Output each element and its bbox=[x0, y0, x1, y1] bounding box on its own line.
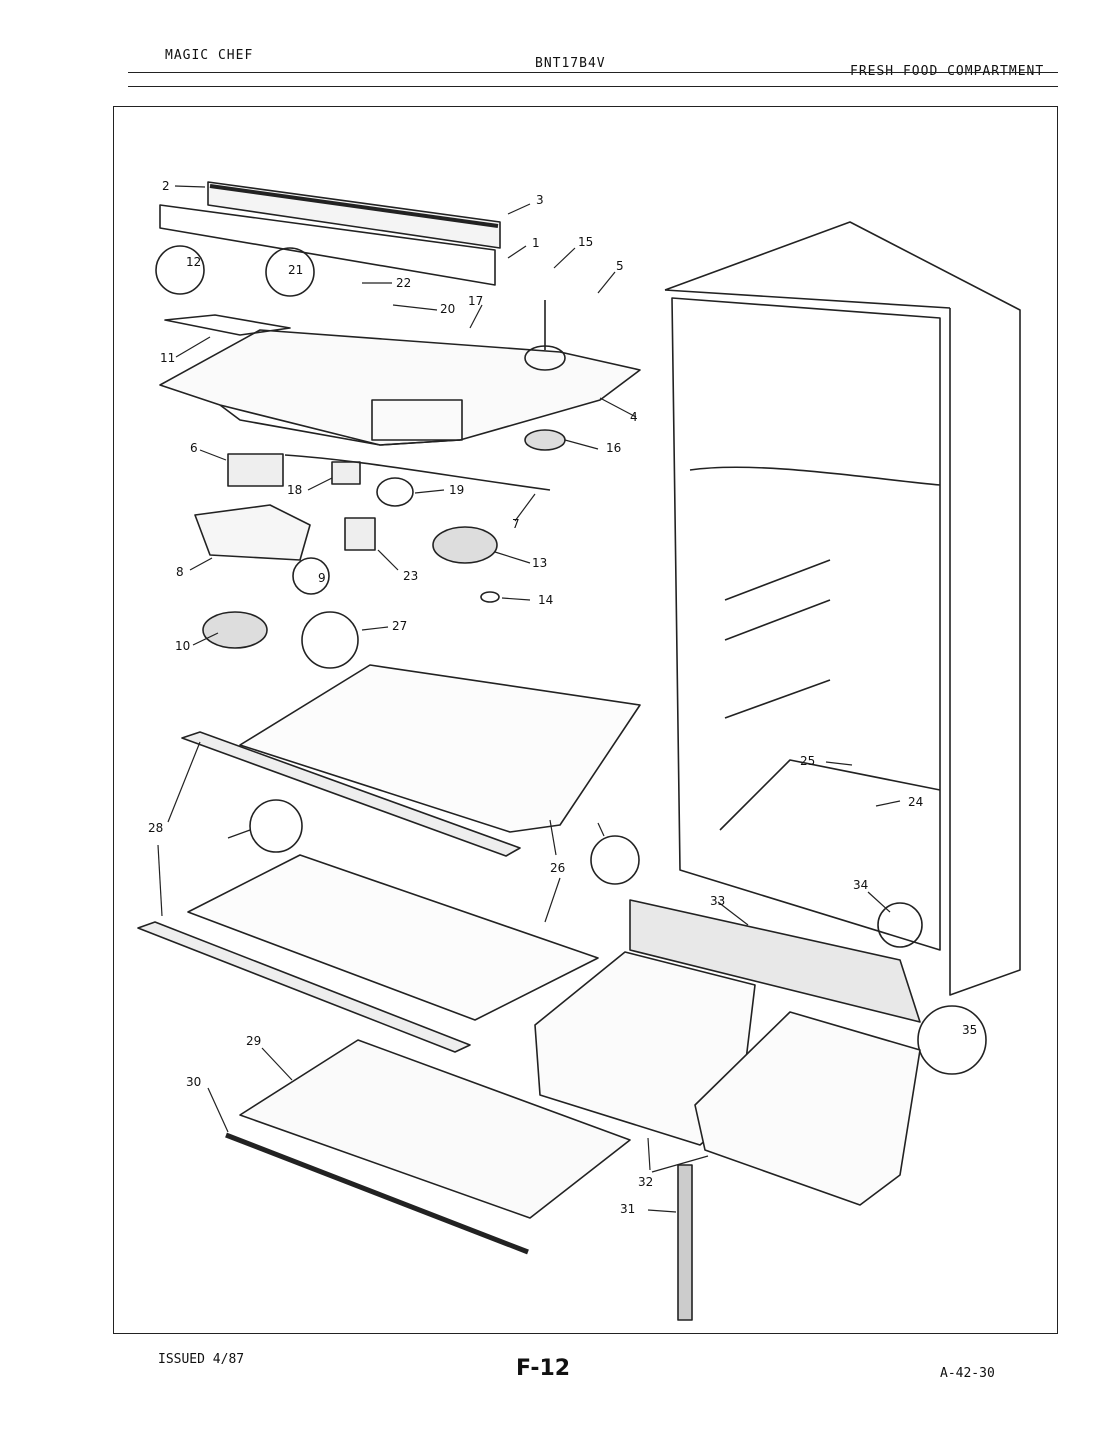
thermostat-bracket bbox=[194, 504, 311, 561]
callout-10: 10 bbox=[175, 639, 190, 653]
lamp-bulb bbox=[376, 477, 414, 507]
callout-30: 30 bbox=[186, 1075, 201, 1089]
crisper-cover bbox=[225, 1039, 631, 1255]
callout-31: 31 bbox=[620, 1202, 635, 1216]
callout-18: 18 bbox=[287, 483, 302, 497]
callout-22: 22 bbox=[396, 276, 411, 290]
callout-5: 5 bbox=[616, 259, 624, 273]
detail-bubble-21 bbox=[265, 247, 315, 297]
footer-page-code: F-12 bbox=[516, 1356, 571, 1381]
callout-15: 15 bbox=[578, 235, 593, 249]
header-model: BNT17B4V bbox=[535, 56, 606, 71]
detail-bubble-35 bbox=[917, 1005, 987, 1075]
detail-bubble-9 bbox=[292, 557, 330, 595]
header-rule bbox=[128, 72, 1058, 73]
header-rule-2 bbox=[128, 86, 1058, 87]
callout-11: 11 bbox=[160, 351, 175, 365]
detail-bubble-27-mid bbox=[249, 799, 303, 853]
callout-4: 4 bbox=[630, 410, 638, 424]
callout-7: 7 bbox=[512, 517, 520, 531]
detail-bubble-27-top bbox=[301, 611, 359, 669]
leader-lines bbox=[157, 185, 901, 1213]
callout-34: 34 bbox=[853, 878, 868, 892]
footer-issued: ISSUED 4/87 bbox=[158, 1352, 245, 1367]
callout-13: 13 bbox=[532, 556, 547, 570]
thermostat-knob bbox=[202, 611, 268, 649]
callout-3: 3 bbox=[536, 193, 544, 207]
callout-25: 25 bbox=[800, 754, 815, 768]
lamp-socket bbox=[331, 461, 361, 485]
detail-bubble-34 bbox=[877, 902, 923, 948]
control-cover bbox=[159, 300, 641, 446]
callout-12: 12 bbox=[186, 255, 201, 269]
callout-24: 24 bbox=[908, 795, 923, 809]
light-housing-assembly bbox=[159, 181, 501, 286]
spacer bbox=[480, 591, 500, 603]
callout-20: 20 bbox=[440, 302, 455, 316]
lower-shelf bbox=[137, 854, 599, 1053]
header-section: FRESH FOOD COMPARTMENT bbox=[850, 64, 1045, 79]
callout-16: 16 bbox=[606, 441, 621, 455]
callout-9: 9 bbox=[318, 571, 326, 585]
callout-1: 1 bbox=[532, 236, 540, 250]
diagram-frame bbox=[113, 106, 1058, 1334]
light-switch bbox=[344, 517, 376, 551]
crisper-rail bbox=[629, 899, 921, 1023]
detail-bubble-12 bbox=[155, 245, 205, 295]
callout-28: 28 bbox=[148, 821, 163, 835]
callout-32: 32 bbox=[638, 1175, 653, 1189]
callout-26: 26 bbox=[550, 861, 565, 875]
cabinet-liner bbox=[664, 221, 1021, 996]
callout-27: 27 bbox=[392, 619, 407, 633]
footer-drawing-code: A-42-30 bbox=[940, 1366, 995, 1381]
callout-33: 33 bbox=[710, 894, 725, 908]
light-shield bbox=[164, 314, 291, 336]
knob-small bbox=[524, 429, 566, 451]
callout-14: 14 bbox=[538, 593, 553, 607]
detail-bubble-27-right bbox=[590, 835, 640, 885]
callout-35: 35 bbox=[962, 1023, 977, 1037]
sensor-tube bbox=[284, 454, 551, 491]
damper-knob bbox=[432, 526, 498, 564]
header-brand: MAGIC CHEF bbox=[165, 48, 254, 63]
callout-29: 29 bbox=[246, 1034, 261, 1048]
callout-8: 8 bbox=[176, 565, 184, 579]
crisper-pan-right bbox=[694, 1011, 921, 1206]
callout-23: 23 bbox=[403, 569, 418, 583]
callout-6: 6 bbox=[190, 441, 198, 455]
callout-21: 21 bbox=[288, 263, 303, 277]
leveling-leg bbox=[677, 1164, 693, 1321]
thermostat bbox=[227, 453, 284, 487]
callout-2: 2 bbox=[162, 179, 170, 193]
callout-19: 19 bbox=[449, 483, 464, 497]
callout-17: 17 bbox=[468, 294, 483, 308]
upper-shelf bbox=[181, 664, 641, 857]
